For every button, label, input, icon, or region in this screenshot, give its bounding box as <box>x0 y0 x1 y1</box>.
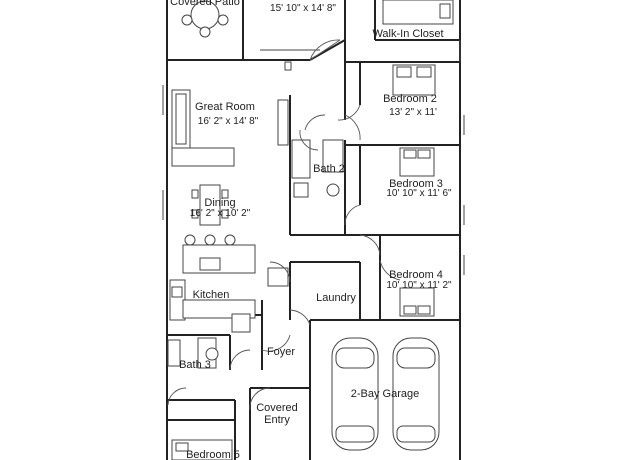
bedroom-4-dims: 10' 10" x 11' 2" <box>386 280 452 291</box>
bath-2-fixtures <box>291 139 344 198</box>
windows <box>162 85 465 275</box>
dining-label: Dining <box>204 197 235 209</box>
bedroom-4-bed <box>399 287 435 317</box>
kitchen-label: Kitchen <box>193 289 230 301</box>
bedroom-2-bed <box>392 64 436 96</box>
covered-entry-label-line2: Entry <box>264 414 290 426</box>
laundry-appliance <box>267 267 289 287</box>
garage-label: 2-Bay Garage <box>351 388 419 400</box>
walk-in-closet-label: Walk-In Closet <box>372 28 443 40</box>
bedroom-5-label: Bedroom 5 <box>186 449 240 460</box>
bedroom-4-label: Bedroom 4 <box>389 269 443 281</box>
bath-3-label: Bath 3 <box>179 359 211 371</box>
bedroom-3-bed <box>399 147 435 177</box>
bedroom-2-label: Bedroom 2 <box>383 93 437 105</box>
covered-entry-label-line1: Covered <box>256 402 298 414</box>
doors <box>167 39 401 411</box>
bedroom-3-label: Bedroom 3 <box>389 178 443 190</box>
great-room-label: Great Room <box>195 101 255 113</box>
bedroom-5-bed <box>171 439 233 460</box>
foyer-label: Foyer <box>267 346 295 358</box>
room-labels: Covered Patio 15' 10" x 14' 8" Walk-In C… <box>170 0 452 460</box>
top-room-bed <box>382 0 454 25</box>
bath-3-fixtures <box>167 337 219 369</box>
bedroom-3-dims: 10' 10" x 11' 6" <box>386 188 452 199</box>
kitchen-counters <box>169 234 256 333</box>
great-room-dims: 16' 2" x 14' 8" <box>198 116 259 127</box>
interior-walls <box>167 40 461 401</box>
media-console <box>277 99 289 146</box>
garage-cars <box>331 337 440 451</box>
bath-2-label: Bath 2 <box>313 163 345 175</box>
bedroom-2-dims: 13' 2" x 11' <box>389 107 437 118</box>
dining-table <box>191 184 229 226</box>
top-room-door-stop <box>284 61 292 71</box>
dining-dims: 16' 2" x 10' 2" <box>190 208 251 219</box>
covered-patio-label: Covered Patio <box>170 0 240 8</box>
top-room-dims: 15' 10" x 14' 8" <box>270 3 336 14</box>
patio-table <box>181 0 229 38</box>
great-room-sofa <box>171 89 235 167</box>
laundry-label: Laundry <box>316 292 356 304</box>
